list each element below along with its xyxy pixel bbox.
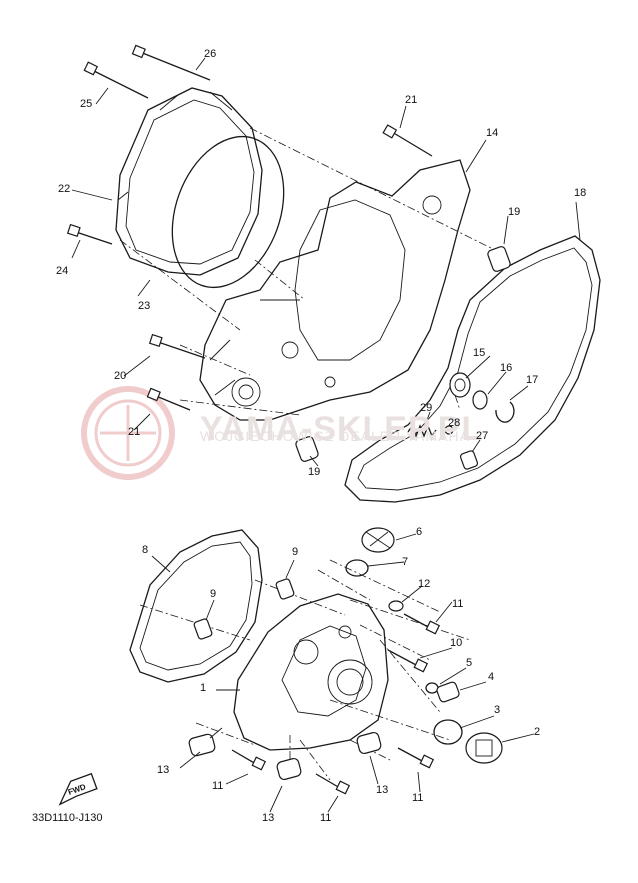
callout-11-a: 11 bbox=[452, 598, 464, 610]
callout-19-upper: 19 bbox=[508, 206, 521, 218]
part-7-o-ring bbox=[345, 559, 369, 577]
callout-22: 22 bbox=[58, 183, 71, 195]
part-25-bolt bbox=[83, 61, 149, 99]
part-11-bolt-d bbox=[315, 773, 351, 795]
callout-8: 8 bbox=[142, 544, 149, 556]
callout-19-lower: 19 bbox=[308, 466, 321, 478]
part-2-plug bbox=[465, 732, 503, 764]
watermark-subtitle: WOJCIECHOWICZ DEALER YAMAHA bbox=[200, 428, 470, 444]
callout-24: 24 bbox=[56, 265, 69, 277]
part-13-clamp-b bbox=[356, 731, 382, 755]
callout-15: 15 bbox=[473, 347, 486, 359]
callout-13-b: 13 bbox=[376, 784, 389, 796]
part-22-clutch-cover-outer bbox=[115, 87, 263, 276]
part-18-gasket-inner bbox=[357, 247, 593, 491]
callout-20: 20 bbox=[114, 370, 127, 382]
centerline-lower bbox=[139, 559, 471, 781]
part-17-circlip bbox=[495, 401, 515, 423]
part-6-filler-cap bbox=[361, 527, 395, 553]
part-1-crankcase-cover-lower bbox=[233, 593, 389, 751]
part-11-bolt-b bbox=[397, 747, 435, 769]
callout-4: 4 bbox=[488, 671, 495, 683]
callout-9-b: 9 bbox=[210, 588, 217, 600]
part-8-gasket-inner bbox=[139, 541, 253, 671]
callout-25: 25 bbox=[80, 98, 93, 110]
part-19-dowel-lower bbox=[295, 436, 319, 462]
part-12-washer bbox=[388, 600, 404, 612]
watermark-brand: YAMA-SKLEP.PL bbox=[200, 410, 484, 448]
part-9-dowel-b bbox=[193, 618, 213, 640]
part-20-bolt bbox=[148, 333, 206, 359]
part-11-bolt-a bbox=[403, 613, 441, 635]
part-28-ball bbox=[444, 425, 454, 435]
part-26-bolt bbox=[131, 44, 211, 81]
part-4-plug bbox=[436, 681, 460, 703]
callout-13-c: 13 bbox=[262, 812, 275, 824]
callout-6: 6 bbox=[416, 526, 423, 538]
callout-16: 16 bbox=[500, 362, 513, 374]
callout-13-a: 13 bbox=[157, 764, 170, 776]
callout-27: 27 bbox=[476, 430, 489, 442]
diagram-code: 33D1110-J130 bbox=[32, 812, 103, 824]
part-29-spring bbox=[407, 424, 437, 438]
part-8-gasket bbox=[129, 529, 263, 683]
part-16-washer bbox=[472, 390, 488, 410]
part-3-o-ring bbox=[433, 719, 463, 745]
callout-2: 2 bbox=[534, 726, 541, 738]
callout-18: 18 bbox=[574, 187, 587, 199]
part-13-clamp-c bbox=[276, 757, 302, 781]
callout-7: 7 bbox=[402, 556, 409, 568]
callout-28: 28 bbox=[448, 417, 461, 429]
leader-lines bbox=[71, 57, 581, 813]
part-11-bolt-c bbox=[231, 749, 267, 771]
part-5-o-ring bbox=[425, 682, 439, 694]
part-15-seal-inner bbox=[454, 378, 466, 392]
part-24-bolt bbox=[66, 223, 113, 245]
part-10-bolt bbox=[387, 649, 429, 673]
part-9-dowel-a bbox=[275, 578, 295, 600]
part-14-crankcase-cover bbox=[199, 159, 471, 421]
callout-23: 23 bbox=[138, 300, 151, 312]
callout-9-a: 9 bbox=[292, 546, 299, 558]
callout-26: 26 bbox=[204, 48, 217, 60]
part-19-dowel-upper bbox=[487, 246, 511, 272]
part-27-plug bbox=[459, 450, 479, 470]
callout-17: 17 bbox=[526, 374, 539, 386]
callout-1: 1 bbox=[200, 682, 207, 694]
callout-11-d: 11 bbox=[320, 812, 332, 824]
callout-3: 3 bbox=[494, 704, 501, 716]
part-21-bolt-lower bbox=[146, 387, 191, 411]
callout-29: 29 bbox=[420, 402, 433, 414]
centerline-upper bbox=[119, 127, 496, 416]
callout-21-lower: 21 bbox=[128, 426, 141, 438]
callout-5: 5 bbox=[466, 657, 473, 669]
callout-21-upper: 21 bbox=[405, 94, 418, 106]
fwd-arrow-icon bbox=[58, 772, 98, 806]
part-21-bolt-upper bbox=[382, 124, 433, 157]
callout-11-c: 11 bbox=[412, 792, 424, 804]
callout-14: 14 bbox=[486, 127, 499, 139]
part-15-oil-seal bbox=[449, 372, 471, 398]
part-23-cover-gasket bbox=[171, 135, 285, 289]
watermark-logo-icon bbox=[81, 386, 175, 480]
callout-10: 10 bbox=[450, 637, 463, 649]
callout-11-b: 11 bbox=[212, 780, 224, 792]
part-13-clamp-a bbox=[188, 727, 223, 757]
callout-12: 12 bbox=[418, 578, 431, 590]
part-18-cover-gasket bbox=[344, 235, 601, 503]
